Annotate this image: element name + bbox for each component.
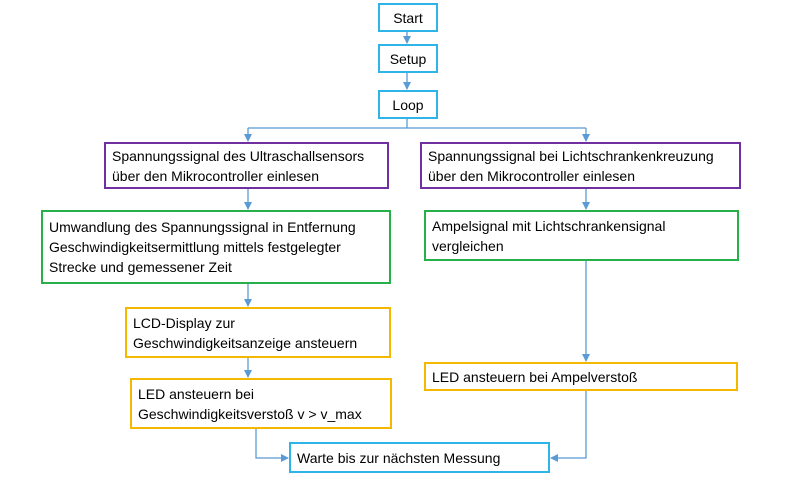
wait-label: Warte bis zur nächsten Messung (297, 449, 501, 466)
speed-led-label: LED ansteuern bei Geschwindigkeitsversto… (138, 385, 362, 422)
start-node: Start (378, 3, 438, 32)
arrow-left-led-wait (255, 429, 289, 462)
arrow-right-led-wait (550, 390, 587, 462)
light-barrier-read-node: Spannungssignal bei Lichtschrankenkreuzu… (420, 142, 741, 189)
speed-led-node: LED ansteuern bei Geschwindigkeitsversto… (130, 378, 392, 429)
light-barrier-read-label: Spannungssignal bei Lichtschrankenkreuzu… (428, 147, 714, 184)
wait-node: Warte bis zur nächsten Messung (289, 442, 550, 473)
loop-node: Loop (378, 90, 438, 119)
start-label: Start (393, 9, 423, 26)
signal-compare-node: Ampelsignal mit Lichtschrankensignal ver… (424, 210, 739, 261)
conversion-label: Umwandlung des Spannungssignal in Entfer… (49, 219, 356, 275)
lcd-display-node: LCD-Display zur Geschwindigkeitsanzeige … (125, 307, 391, 358)
ultrasonic-read-label: Spannungssignal des Ultraschallsensors ü… (112, 147, 365, 184)
ultrasonic-read-node: Spannungssignal des Ultraschallsensors ü… (104, 142, 389, 189)
setup-node: Setup (378, 44, 438, 73)
lcd-display-label: LCD-Display zur Geschwindigkeitsanzeige … (133, 314, 358, 351)
red-light-led-node: LED ansteuern bei Ampelverstoß (424, 362, 738, 391)
signal-compare-label: Ampelsignal mit Lichtschrankensignal ver… (432, 217, 666, 254)
loop-label: Loop (392, 96, 424, 113)
setup-label: Setup (389, 50, 427, 67)
red-light-led-label: LED ansteuern bei Ampelverstoß (432, 368, 638, 385)
conversion-node: Umwandlung des Spannungssignal in Entfer… (41, 210, 391, 284)
